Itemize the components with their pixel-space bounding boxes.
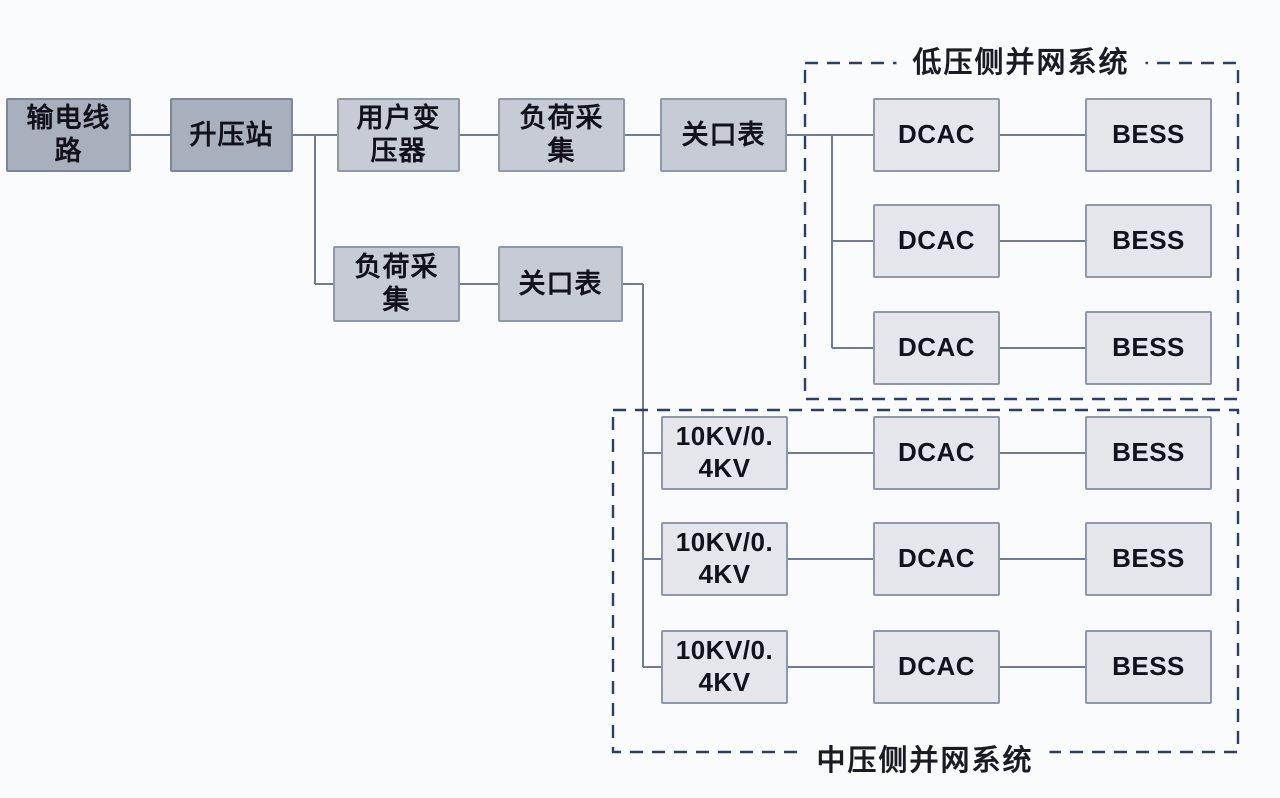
node-label: DCAC — [897, 543, 976, 574]
node-bess-mv-2: BESS — [1085, 522, 1212, 596]
node-load-collection-1: 负荷采 集 — [498, 98, 625, 172]
node-label: 压器 — [370, 136, 427, 166]
node-bess-lv-2: BESS — [1085, 204, 1212, 278]
node-label: 关口表 — [518, 268, 603, 299]
node-label: 4KV — [698, 559, 751, 589]
connector-lines — [131, 134, 1085, 668]
node-label: 集 — [382, 285, 411, 315]
node-label: DCAC — [897, 437, 976, 468]
node-label: 负荷采 — [519, 103, 604, 134]
node-label: BESS — [1112, 225, 1185, 256]
node-label: 4KV — [698, 453, 751, 483]
node-label: 升压站 — [189, 119, 274, 150]
node-label: BESS — [1112, 651, 1185, 682]
low-voltage-system-title: 低压侧并网系统 — [896, 39, 1146, 81]
node-transformer-mv-2: 10KV/0. 4KV — [661, 522, 788, 596]
node-label: DCAC — [897, 332, 976, 363]
node-dcac-mv-2: DCAC — [873, 522, 1000, 596]
node-label: BESS — [1112, 119, 1185, 150]
node-load-collection-2: 负荷采 集 — [333, 246, 460, 322]
node-gateway-meter-2: 关口表 — [498, 246, 623, 322]
node-bess-mv-3: BESS — [1085, 630, 1212, 704]
node-dcac-mv-1: DCAC — [873, 416, 1000, 490]
node-label: 10KV/0. — [675, 635, 774, 666]
node-step-up-station: 升压站 — [170, 98, 293, 172]
node-dcac-mv-3: DCAC — [873, 630, 1000, 704]
low-voltage-dashed-border — [803, 61, 1240, 401]
node-label: 负荷采 — [354, 252, 439, 283]
node-label: DCAC — [897, 225, 976, 256]
node-bess-lv-1: BESS — [1085, 98, 1212, 172]
node-bess-mv-1: BESS — [1085, 416, 1212, 490]
node-label: 用户变 — [356, 103, 441, 134]
node-label: 集 — [547, 136, 576, 166]
node-label: BESS — [1112, 543, 1185, 574]
node-label: 关口表 — [681, 119, 766, 150]
node-label: 输电线 — [26, 103, 111, 134]
node-label: DCAC — [897, 119, 976, 150]
node-label: 10KV/0. — [675, 527, 774, 558]
node-dcac-lv-3: DCAC — [873, 311, 1000, 385]
node-bess-lv-3: BESS — [1085, 311, 1212, 385]
node-transformer-mv-1: 10KV/0. 4KV — [661, 416, 788, 490]
node-dcac-lv-2: DCAC — [873, 204, 1000, 278]
node-transformer-mv-3: 10KV/0. 4KV — [661, 630, 788, 704]
medium-voltage-system-title: 中压侧并网系统 — [800, 737, 1050, 779]
node-gateway-meter-1: 关口表 — [660, 98, 787, 172]
node-transmission-line: 输电线 路 — [6, 98, 131, 172]
node-dcac-lv-1: DCAC — [873, 98, 1000, 172]
node-label: 4KV — [698, 667, 751, 697]
node-user-transformer: 用户变 压器 — [337, 98, 460, 172]
node-label: 10KV/0. — [675, 421, 774, 452]
node-label: DCAC — [897, 651, 976, 682]
node-label: 路 — [54, 136, 83, 166]
node-label: BESS — [1112, 332, 1185, 363]
node-label: BESS — [1112, 437, 1185, 468]
